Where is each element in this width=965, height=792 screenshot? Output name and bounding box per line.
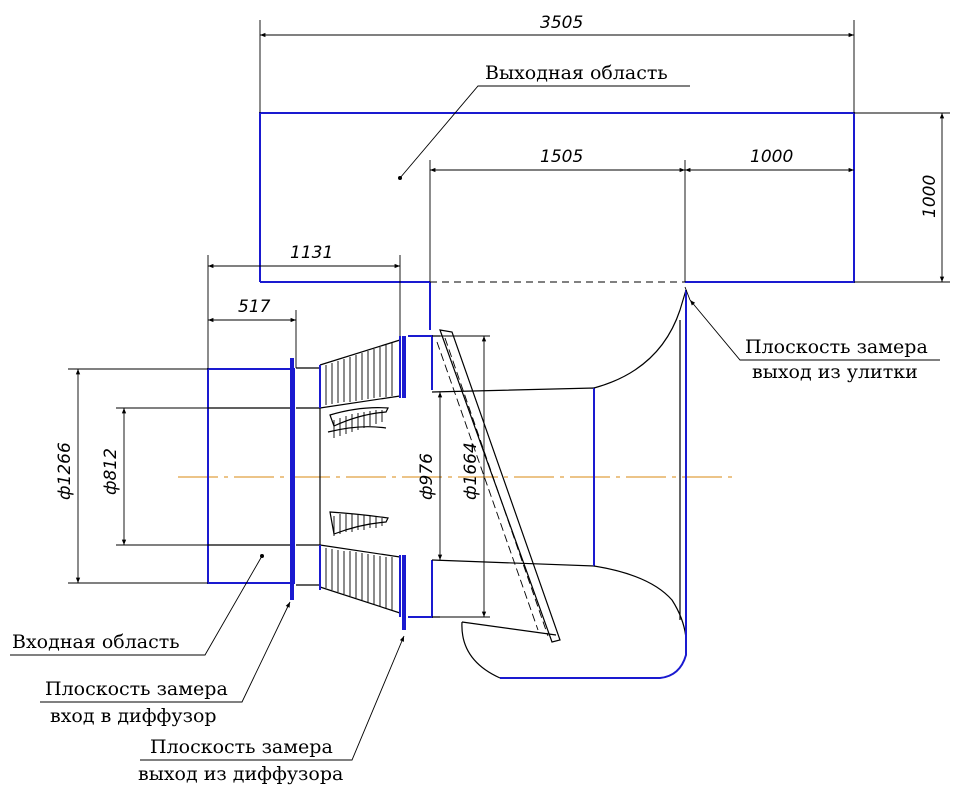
dim-diameter-1664: ф1664 — [461, 442, 481, 500]
inlet-pipe — [207, 358, 295, 600]
dim-1131: 1131 — [290, 243, 333, 263]
dim-517: 517 — [238, 297, 271, 317]
dim-3505: 3505 — [540, 13, 583, 33]
volute — [408, 289, 687, 679]
label-diffuser-in-line2: вход в диффузор — [50, 705, 217, 727]
dim-diameter-812: ф812 — [101, 448, 121, 495]
label-volute-plane-line2: выход из улитки — [752, 361, 918, 383]
outlet-region — [259, 112, 855, 330]
label-diffuser-out-line1: Плоскость замера — [150, 736, 333, 758]
dimensions — [68, 20, 950, 618]
dim-1000-horizontal: 1000 — [750, 147, 793, 167]
dim-1505: 1505 — [540, 147, 583, 167]
leaders — [10, 85, 940, 761]
label-inlet-area: Входная область — [12, 631, 180, 653]
dim-1000-vertical: 1000 — [920, 175, 940, 218]
dim-diameter-976: ф976 — [417, 453, 437, 500]
label-diffuser-out-line2: выход из диффузора — [138, 763, 343, 785]
label-volute-plane-line1: Плоскость замера — [745, 336, 928, 358]
dim-diameter-1266: ф1266 — [55, 442, 75, 500]
label-diffuser-in-line1: Плоскость замера — [45, 678, 228, 700]
diffuser — [296, 336, 406, 630]
label-outlet-area: Выходная область — [485, 62, 668, 84]
